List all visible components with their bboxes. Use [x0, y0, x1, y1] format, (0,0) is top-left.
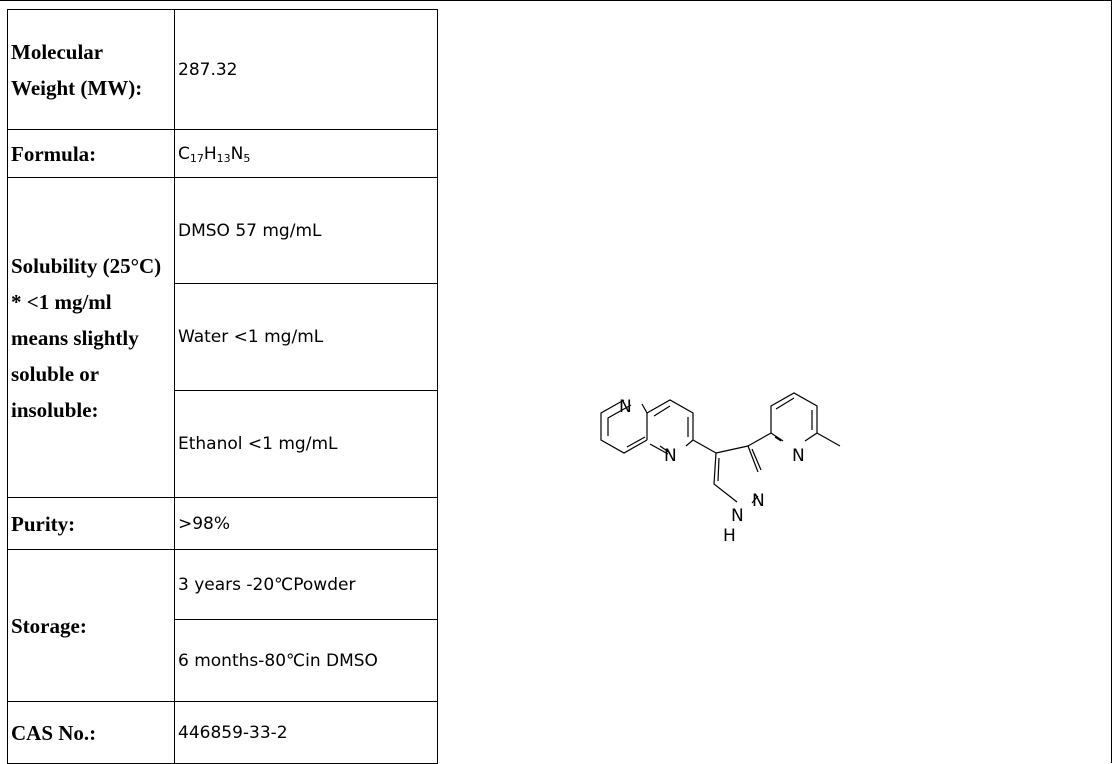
solubility-ethanol: Ethanol <1 mg/mL [174, 390, 438, 498]
table-row: Formula: C17H13N5 [7, 129, 438, 178]
table-row: Molecular Weight (MW): 287.32 [7, 9, 438, 130]
formula-c-count: 17 [189, 151, 204, 165]
naphthyridine-ring-right [646, 399, 694, 454]
storage-label: Storage: [7, 549, 175, 702]
naphthyridine-pyrazole-link [692, 439, 717, 454]
formula-label: Formula: [7, 129, 175, 178]
table-row: Purity: >98% [7, 497, 438, 550]
chemical-structure-diagram: N N N N N H [600, 392, 841, 546]
table-row: Storage: 3 years -20℃Powder [7, 549, 438, 702]
product-properties-table: Molecular Weight (MW): 287.32 Formula: C… [7, 9, 438, 764]
storage-dmso: 6 months-80℃in DMSO [174, 619, 438, 702]
atom-n-1: N [619, 397, 632, 417]
mw-value: 287.32 [174, 9, 438, 130]
formula-h-count: 13 [216, 151, 231, 165]
atom-n-5: N [731, 506, 744, 526]
pyrazole-pyridine-link [747, 432, 772, 447]
table-row: CAS No.: 446859-33-2 [7, 701, 438, 764]
formula-n-count: 5 [243, 151, 251, 165]
cas-value: 446859-33-2 [174, 701, 438, 764]
solubility-note: * <1 mg/ml means slightly soluble or ins… [11, 289, 139, 422]
table-row: Water <1 mg/mL [8, 283, 438, 391]
solubility-water: Water <1 mg/mL [174, 283, 438, 391]
atom-h: H [723, 526, 736, 546]
solubility-dmso: DMSO 57 mg/mL [174, 177, 438, 284]
formula-value: C17H13N5 [174, 129, 438, 178]
atom-n-4: N [752, 491, 765, 511]
naphthyridine-ring-left [600, 399, 648, 454]
table-row: Solubility (25°C) * <1 mg/ml means slight… [7, 177, 438, 498]
mw-label: Molecular Weight (MW): [7, 9, 175, 130]
purity-label: Purity: [7, 497, 175, 550]
formula-h: H [203, 143, 217, 164]
cas-label: CAS No.: [7, 701, 175, 764]
atom-n-2: N [664, 446, 677, 466]
methylpyridine-ring [770, 392, 818, 442]
solubility-temp-label: Solubility (25°C) [11, 253, 162, 278]
solubility-label: Solubility (25°C) * <1 mg/ml means slight… [7, 177, 175, 498]
naphthyridine-bond [649, 443, 669, 455]
methyl-group [816, 432, 841, 447]
formula-c: C [178, 143, 190, 164]
purity-value: >98% [174, 497, 438, 550]
formula-n: N [230, 143, 244, 164]
storage-powder: 3 years -20℃Powder [174, 549, 438, 620]
structure-bonds [600, 392, 841, 504]
table-row: Ethanol <1 mg/mL [8, 390, 438, 498]
atom-n-3: N [792, 446, 805, 466]
